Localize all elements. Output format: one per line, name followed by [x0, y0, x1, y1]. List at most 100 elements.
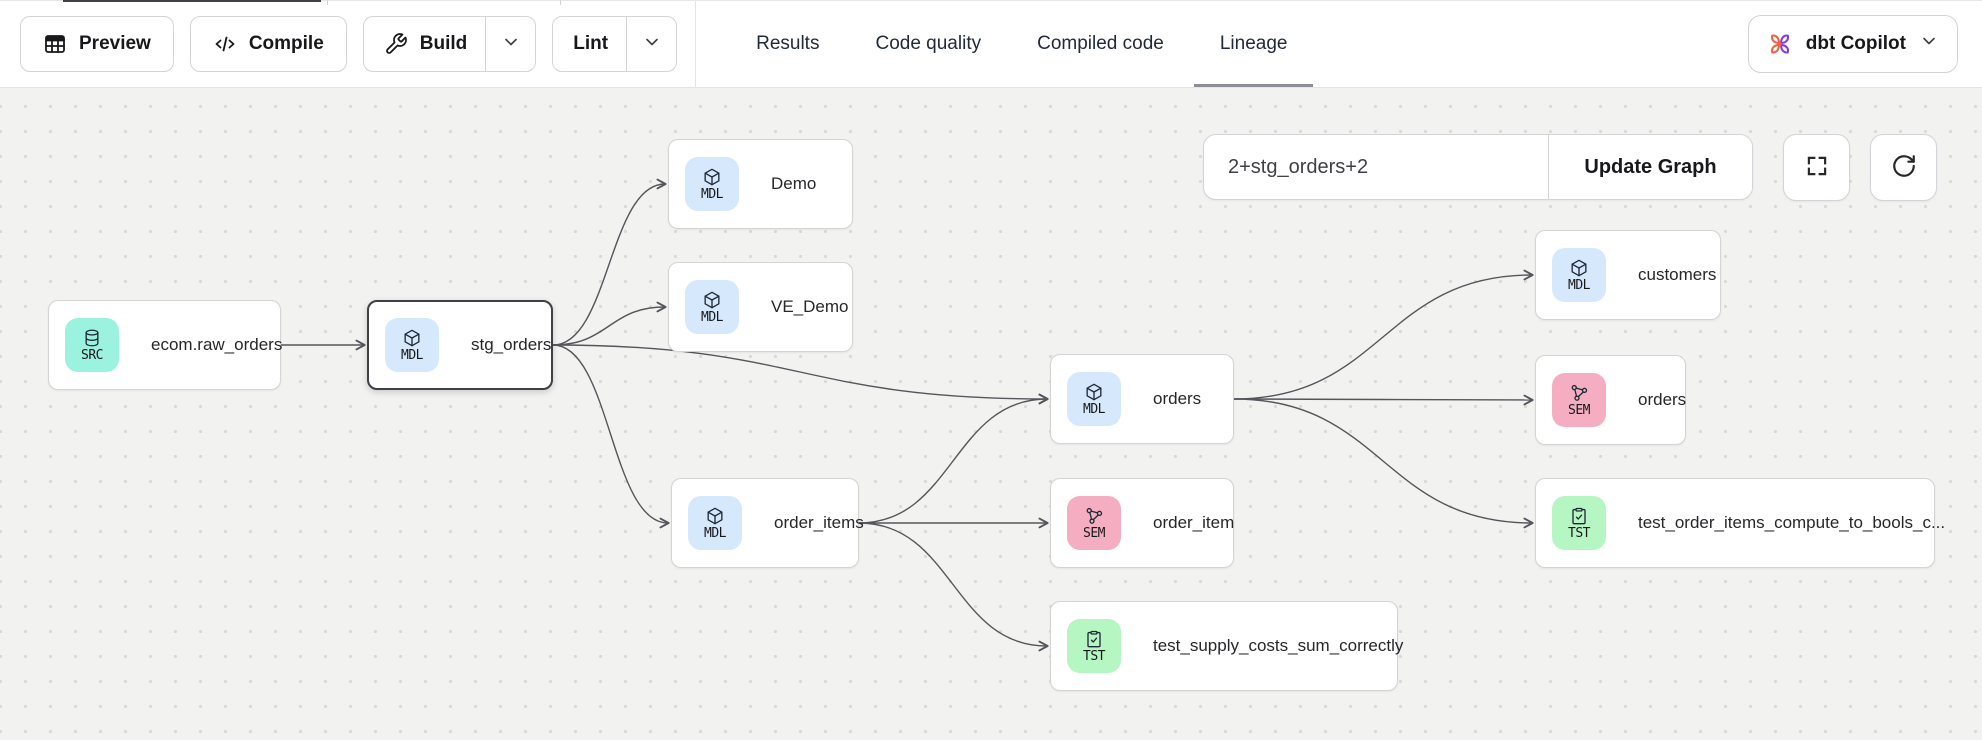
lineage-selector-input[interactable] — [1204, 135, 1548, 199]
node-type-badge: TST — [1552, 496, 1606, 550]
lineage-selector-group: Update Graph — [1203, 134, 1753, 200]
tab-lineage[interactable]: Lineage — [1193, 0, 1313, 87]
node-type-code: SRC — [81, 347, 103, 363]
compile-label: Compile — [248, 32, 324, 54]
build-label: Build — [419, 32, 468, 54]
tab-results[interactable]: Results — [756, 32, 820, 54]
node-type-badge: SEM — [1552, 373, 1606, 427]
edge-order_items-test_supply — [858, 522, 1049, 652]
edge-orders_mdl-orders_sem — [1233, 394, 1534, 406]
node-type-badge: SEM — [1067, 496, 1121, 550]
node-type-code: MDL — [701, 186, 723, 202]
panel-tabs: Results Code quality Compiled code Lineage — [756, 0, 1313, 87]
node-type-badge: MDL — [1067, 372, 1121, 426]
preview-button[interactable]: Preview — [20, 15, 174, 72]
node-type-badge: MDL — [1552, 248, 1606, 302]
edge-orders_mdl-customers — [1233, 269, 1534, 400]
node-label: customers — [1638, 265, 1717, 284]
node-label: order_item — [1153, 513, 1235, 532]
node-type-code: TST — [1568, 525, 1590, 541]
cube-icon — [402, 328, 422, 348]
node-type-code: TST — [1083, 648, 1105, 664]
ide-toolbar: Preview Compile Build Lint — [0, 0, 1982, 88]
edge-order_items-orders_mdl — [858, 393, 1049, 524]
node-type-badge: TST — [1067, 619, 1121, 673]
preview-label: Preview — [79, 32, 151, 54]
lineage-node-customers[interactable]: MDL customers — [1535, 230, 1721, 320]
lineage-node-demo[interactable]: MDL Demo — [668, 139, 853, 229]
lineage-node-stg_orders[interactable]: MDL stg_orders — [367, 300, 553, 390]
refresh-button[interactable] — [1870, 134, 1937, 201]
node-type-code: MDL — [401, 347, 423, 363]
ide-header: Preview Compile Build Lint — [0, 0, 1982, 88]
node-label: orders — [1638, 390, 1687, 409]
node-type-code: MDL — [1083, 401, 1105, 417]
build-button[interactable]: Build — [364, 17, 486, 71]
node-type-badge: MDL — [688, 496, 742, 550]
chevron-down-icon — [501, 32, 521, 55]
chevron-down-icon — [1919, 31, 1939, 57]
edge-orders_mdl-test_order_items — [1233, 398, 1534, 529]
lint-dropdown-button[interactable] — [626, 16, 676, 71]
editor-tab-separator — [327, 0, 328, 5]
node-label: Demo — [771, 174, 817, 193]
cube-icon — [1084, 382, 1104, 402]
node-label: order_items — [774, 513, 864, 532]
cube-icon — [705, 506, 725, 526]
semantic-graph-icon — [1569, 383, 1589, 403]
table-icon — [43, 32, 67, 56]
fullscreen-icon — [1804, 153, 1830, 182]
fullscreen-button[interactable] — [1783, 134, 1850, 201]
update-graph-button[interactable]: Update Graph — [1548, 135, 1752, 199]
lineage-node-ve_demo[interactable]: MDL VE_Demo — [668, 262, 853, 352]
dbt-copilot-label: dbt Copilot — [1805, 32, 1906, 54]
code-icon — [213, 32, 237, 56]
lineage-node-orders_sem[interactable]: SEM orders — [1535, 355, 1686, 445]
build-button-group: Build — [362, 15, 537, 72]
edge-stg_orders-orders_mdl — [552, 344, 1049, 405]
lineage-node-order_item_sem[interactable]: SEM order_item — [1050, 478, 1234, 568]
clipboard-check-icon — [1569, 506, 1589, 526]
node-type-code: MDL — [1568, 277, 1590, 293]
cube-icon — [702, 290, 722, 310]
node-type-code: SEM — [1568, 402, 1590, 418]
edge-stg_orders-ve_demo — [552, 301, 667, 346]
active-editor-tab-edge — [63, 0, 321, 2]
semantic-graph-icon — [1084, 506, 1104, 526]
node-label: VE_Demo — [771, 297, 849, 316]
compile-button[interactable]: Compile — [189, 15, 347, 72]
lineage-node-test_order_items[interactable]: TST test_order_items_compute_to_bools_c..… — [1535, 478, 1945, 568]
lineage-node-orders_mdl[interactable]: MDL orders — [1050, 354, 1234, 444]
node-type-badge: SRC — [65, 318, 119, 372]
editor-tab-bottom-edge — [0, 0, 1982, 1]
lint-button[interactable]: Lint — [553, 17, 626, 71]
clipboard-check-icon — [1084, 629, 1104, 649]
node-type-code: MDL — [701, 309, 723, 325]
edge-stg_orders-demo — [552, 178, 667, 346]
dbt-copilot-icon — [1767, 31, 1793, 57]
tab-code-quality[interactable]: Code quality — [875, 32, 982, 54]
build-dropdown-button[interactable] — [485, 16, 535, 71]
node-type-badge: MDL — [685, 280, 739, 334]
editor-tab-separator — [560, 0, 561, 5]
node-label: stg_orders — [471, 335, 552, 354]
tab-compiled-code[interactable]: Compiled code — [1037, 32, 1164, 54]
node-type-badge: MDL — [685, 157, 739, 211]
refresh-icon — [1891, 153, 1917, 182]
node-label: ecom.raw_orders — [151, 335, 283, 354]
node-type-code: SEM — [1083, 525, 1105, 541]
lineage-node-raw_orders[interactable]: SRC ecom.raw_orders — [48, 300, 283, 390]
chevron-down-icon — [642, 32, 662, 55]
lint-label: Lint — [573, 32, 609, 54]
lint-button-group: Lint — [552, 15, 678, 72]
dbt-copilot-button[interactable]: dbt Copilot — [1747, 14, 1958, 73]
node-label: test_order_items_compute_to_bools_c... — [1638, 513, 1946, 532]
node-type-badge: MDL — [385, 318, 439, 372]
cube-icon — [702, 167, 722, 187]
wrench-icon — [384, 32, 408, 56]
lineage-canvas[interactable]: Update Graph SRCecom.raw_ordersMDLstg_or… — [0, 88, 1982, 748]
toolbar-divider — [695, 0, 697, 88]
lineage-node-order_items[interactable]: MDL order_items — [671, 478, 864, 568]
node-label: orders — [1153, 389, 1202, 408]
